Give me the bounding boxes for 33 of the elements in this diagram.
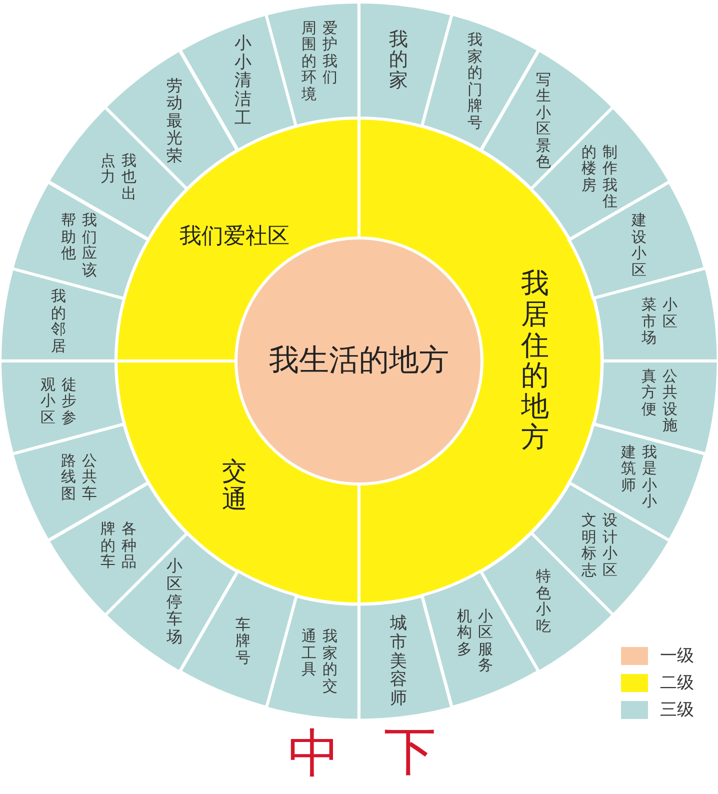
segment-label: 特色小吃 (536, 568, 551, 634)
segment-label: 我的家 (389, 29, 408, 92)
segment-label: 我们应该帮助他 (61, 212, 98, 278)
segment-label: 公共车路线图 (61, 452, 98, 502)
segment-label: 小区服务机构多 (456, 608, 493, 674)
legend-label: 三级 (660, 702, 694, 718)
sector-label: 交通 (222, 458, 248, 513)
segment-label: 我家的门牌号 (467, 32, 482, 131)
segment-label: 我也出点力 (100, 152, 137, 202)
segment-label: 写生小区景色 (536, 71, 551, 170)
center-label: 我生活的地方 (269, 346, 449, 376)
segment-label: 爱护我们周围的环境 (301, 19, 338, 102)
segment-label: 车牌号 (236, 616, 251, 666)
segment-label: 各种品牌的车 (100, 520, 137, 570)
segment-label: 我家的交通工具 (301, 628, 338, 694)
segment-label: 城市美容师 (390, 614, 408, 708)
segment-label: 劳动最光荣 (166, 76, 183, 165)
segment-label: 公共设施真方便 (641, 368, 678, 434)
sector-label: 我居住的地方 (521, 268, 549, 454)
handwritten-character: 下 (384, 726, 436, 778)
segment-label: 我的邻居 (51, 288, 66, 354)
legend-label: 一级 (660, 648, 694, 664)
segment-label: 徒步参观小区 (40, 376, 77, 426)
segment-label: 小小清洁工 (234, 34, 252, 128)
segment-label: 小区菜市场 (641, 296, 678, 346)
segment-label: 小区停车场 (166, 557, 183, 646)
segment-label: 建设小区 (631, 212, 646, 278)
segment-label: 设计小区文明标志 (581, 512, 618, 578)
sector-label: 我们爱社区 (180, 226, 290, 248)
segment-label: 我是小小建筑师 (620, 444, 657, 510)
handwritten-character: 中 (288, 728, 340, 780)
legend-label: 二级 (660, 674, 694, 692)
segment-label: 制作我住的楼房 (581, 144, 618, 210)
